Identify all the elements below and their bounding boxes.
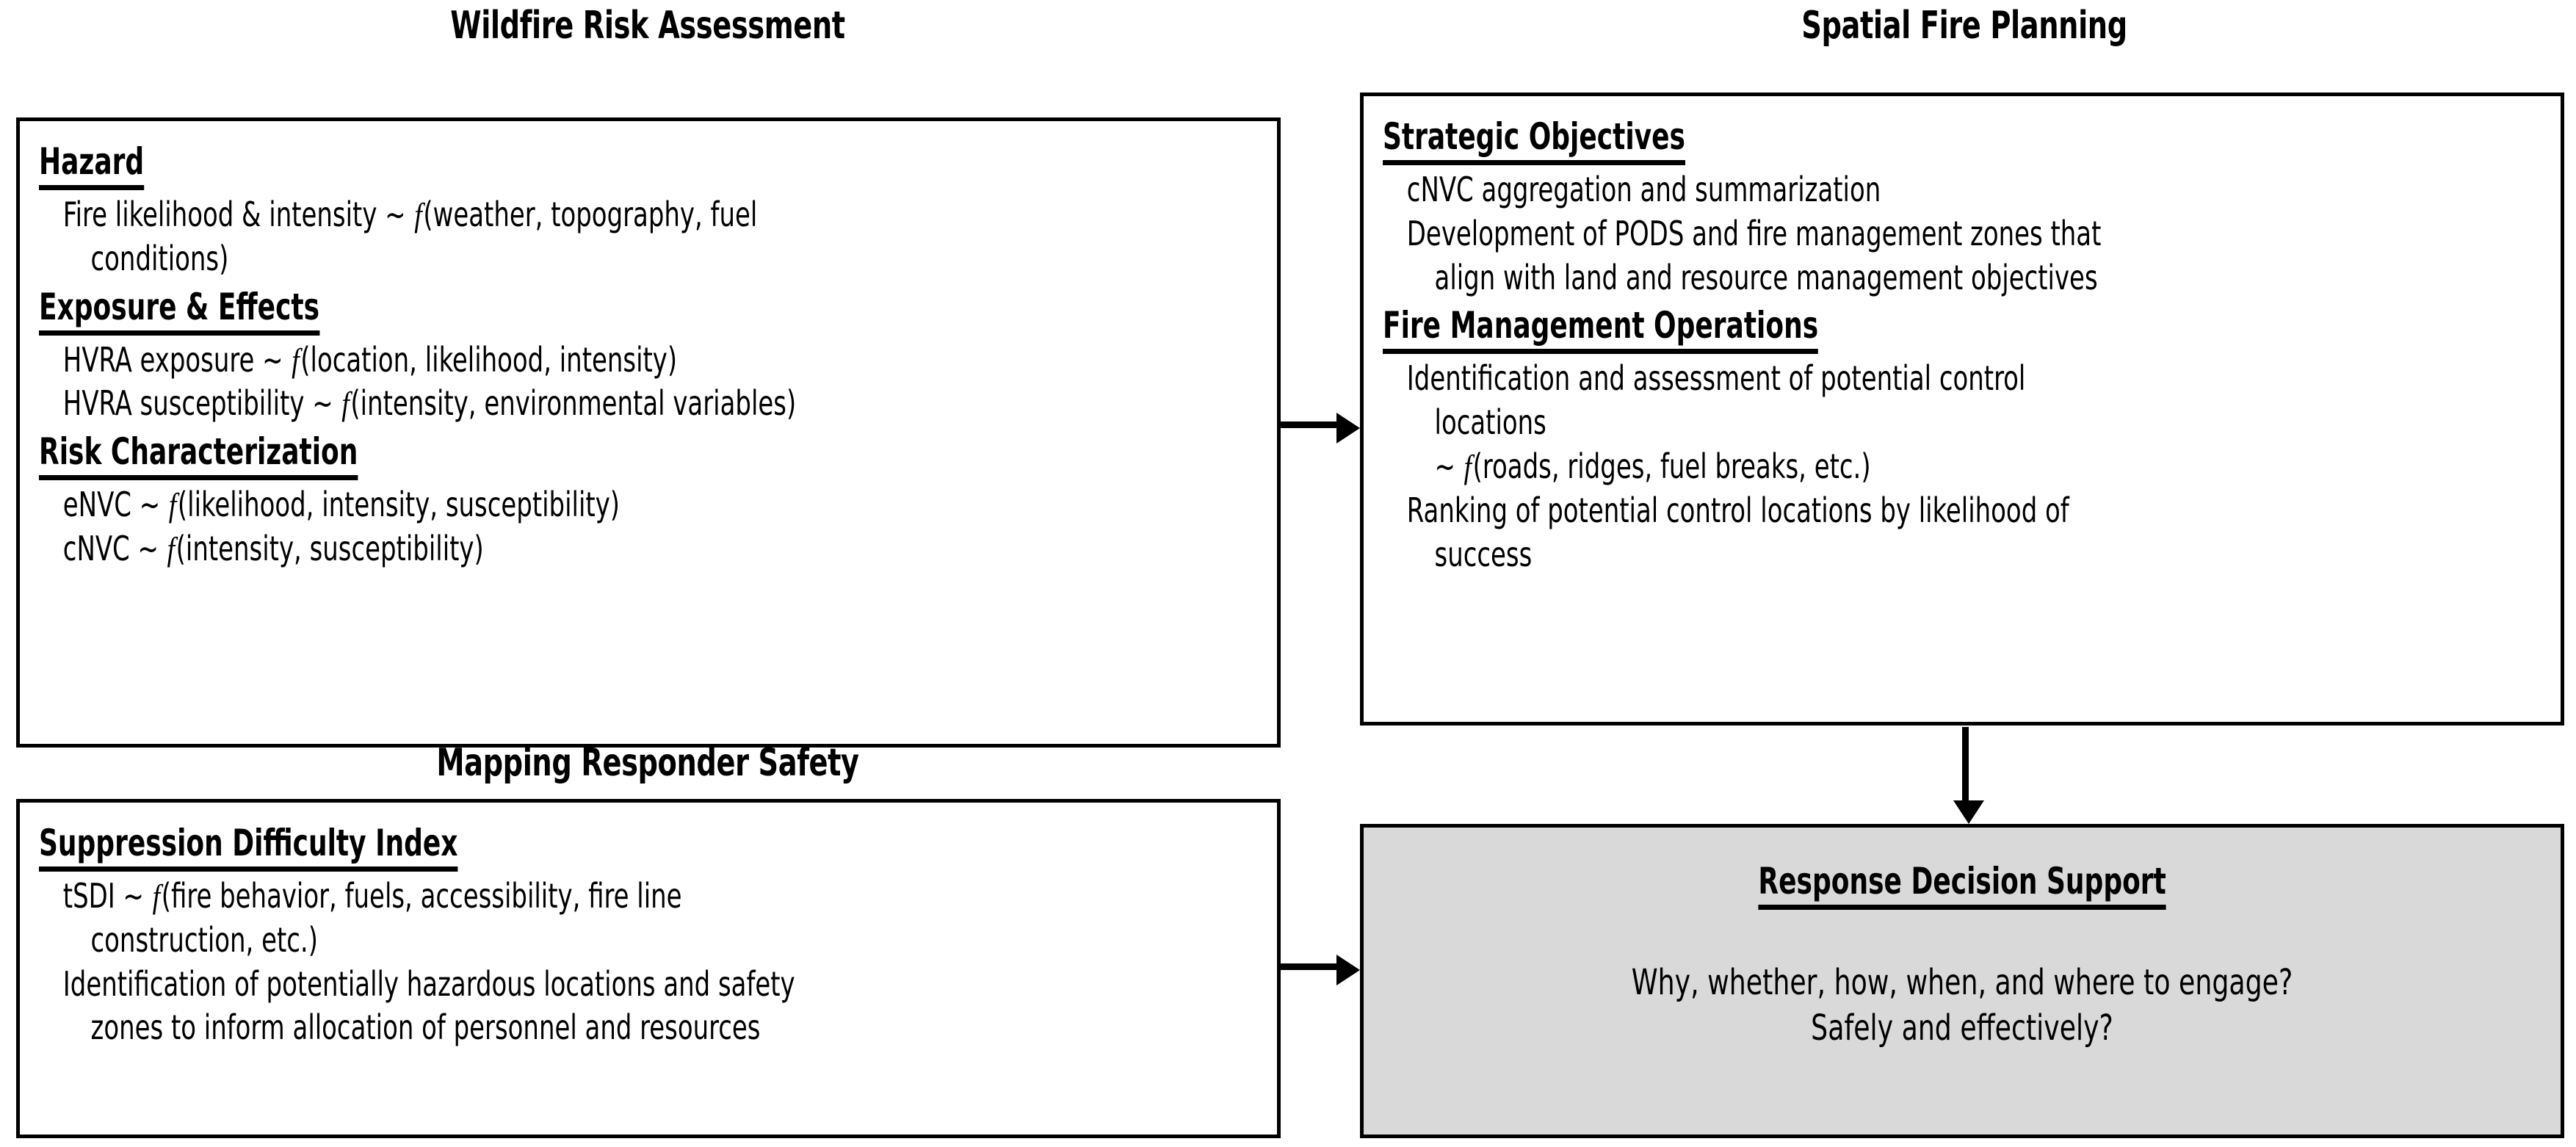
line-text: cNVC aggregation and summarization — [1406, 170, 1881, 209]
line-tail: (intensity, susceptibility) — [176, 528, 484, 568]
section-heading-risk-characterization: Risk Characterization — [39, 430, 358, 481]
line-text: eNVC ~ — [62, 485, 168, 525]
line-tail: (weather, topography, fuel — [423, 195, 758, 234]
line-text: construction, etc.) — [90, 919, 318, 960]
section-line: Identification of potentially hazardous … — [39, 963, 1038, 1007]
section-line: HVRA susceptibility ~ f(intensity, envir… — [39, 382, 1038, 426]
column-title-wildfire-risk-assessment: Wildfire Risk Assessment — [450, 4, 845, 48]
section-line: Identification and assessment of potenti… — [1383, 357, 2333, 401]
section-line: cNVC ~ f(intensity, susceptibility) — [39, 527, 1038, 571]
line-text: Identification of potentially hazardous … — [62, 963, 795, 1004]
section-line: conditions) — [39, 237, 1038, 281]
spacer — [1383, 917, 2541, 960]
function-symbol: f — [341, 385, 350, 423]
line-tail: (likelihood, intensity, susceptibility) — [177, 485, 621, 525]
line-text: Development of PODS and fire management … — [1406, 213, 2102, 253]
column-title-spatial-fire-planning: Spatial Fire Planning — [1801, 4, 2127, 48]
section-line: ~ f(roads, ridges, fuel breaks, etc.) — [1383, 445, 2333, 489]
line-text: Identification and assessment of potenti… — [1406, 358, 2026, 399]
section-line: HVRA exposure ~ f(location, likelihood, … — [39, 339, 1038, 383]
column-title-mapping-responder-safety: Mapping Responder Safety — [436, 741, 859, 785]
section-line: zones to inform allocation of personnel … — [39, 1006, 1038, 1050]
decision-question-line: Safely and effectively? — [1811, 1007, 2113, 1049]
section-heading-strategic-objectives: Strategic Objectives — [1383, 115, 1685, 165]
mapping-responder-safety-panel: Suppression Difficulty Index tSDI ~ f(fi… — [16, 799, 1281, 1138]
line-tail: (location, likelihood, intensity) — [300, 339, 678, 380]
function-symbol: f — [167, 529, 176, 568]
section-line: align with land and resource management … — [1383, 256, 2333, 300]
mapping-responder-safety-content: Suppression Difficulty Index tSDI ~ f(fi… — [20, 803, 1277, 1135]
section-line: success — [1383, 533, 2333, 577]
line-text: ~ — [1434, 446, 1464, 486]
function-symbol: f — [414, 196, 422, 234]
response-decision-support-content: Response Decision Support Why, whether, … — [1364, 828, 2561, 1135]
spatial-fire-planning-content: Strategic Objectives cNVC aggregation an… — [1364, 96, 2561, 722]
arrow-safety-to-decision — [1281, 955, 1360, 985]
wildfire-risk-assessment-content: Hazard Fire likelihood & intensity ~ f(w… — [20, 121, 1277, 744]
function-symbol: f — [1464, 447, 1472, 485]
section-line: locations — [1383, 401, 2333, 445]
line-text: success — [1434, 534, 1533, 574]
heading-wrap: Response Decision Support — [1383, 860, 2541, 910]
section-line: tSDI ~ f(fire behavior, fuels, accessibi… — [39, 875, 1038, 919]
section-line: Ranking of potential control locations b… — [1383, 489, 2333, 533]
section-heading-exposure-effects: Exposure & Effects — [39, 286, 320, 336]
section-heading-suppression-difficulty-index: Suppression Difficulty Index — [39, 822, 458, 872]
line-text: cNVC ~ — [62, 528, 167, 568]
section-line: Development of PODS and fire management … — [1383, 212, 2333, 256]
function-symbol: f — [168, 486, 177, 524]
line-text: conditions) — [90, 238, 229, 278]
line-tail: (roads, ridges, fuel breaks, etc.) — [1472, 446, 1871, 486]
section-heading-response-decision-support: Response Decision Support — [1758, 860, 2166, 910]
line-text: HVRA exposure ~ — [62, 339, 292, 380]
spatial-fire-planning-panel: Strategic Objectives cNVC aggregation an… — [1360, 93, 2564, 726]
line-text: align with land and resource management … — [1434, 257, 2098, 297]
section-heading-hazard: Hazard — [39, 140, 145, 190]
decision-question-line: Why, whether, how, when, and where to en… — [1631, 962, 2293, 1003]
line-text: locations — [1434, 402, 1546, 443]
section-line: eNVC ~ f(likelihood, intensity, suscepti… — [39, 483, 1038, 527]
response-decision-support-panel: Response Decision Support Why, whether, … — [1360, 824, 2564, 1138]
function-symbol: f — [292, 341, 300, 379]
section-heading-fire-management-operations: Fire Management Operations — [1383, 304, 1819, 355]
line-tail: (fire behavior, fuels, accessibility, fi… — [161, 876, 682, 916]
line-text: tSDI ~ — [62, 876, 152, 916]
arrow-planning-to-decision — [1953, 727, 1984, 824]
line-tail: (intensity, environmental variables) — [350, 383, 797, 424]
wildfire-risk-assessment-panel: Hazard Fire likelihood & intensity ~ f(w… — [16, 117, 1281, 748]
line-text: Ranking of potential control locations b… — [1406, 490, 2069, 530]
function-symbol: f — [152, 878, 161, 915]
section-line: construction, etc.) — [39, 919, 1038, 963]
section-line: Fire likelihood & intensity ~ f(weather,… — [39, 193, 1038, 237]
section-line: cNVC aggregation and summarization — [1383, 168, 2333, 212]
line-text: HVRA susceptibility ~ — [62, 383, 341, 424]
line-text: zones to inform allocation of personnel … — [90, 1007, 761, 1048]
line-text: Fire likelihood & intensity ~ — [62, 195, 414, 234]
arrow-risk-to-planning — [1281, 413, 1360, 444]
